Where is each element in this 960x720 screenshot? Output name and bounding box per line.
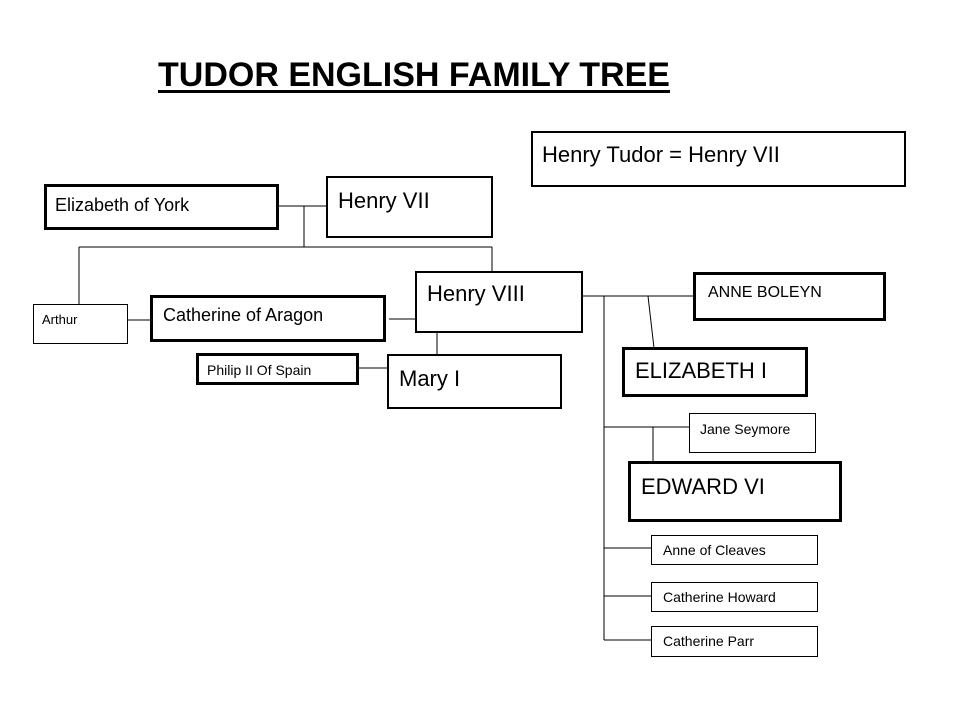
person-name: ANNE BOLEYN (708, 284, 822, 301)
person-box-philip-ii: Philip II Of Spain (196, 353, 359, 385)
person-name: Catherine Howard (663, 589, 776, 605)
note-text: Henry Tudor = Henry VII (542, 142, 780, 167)
person-box-elizabeth-i: ELIZABETH I (622, 347, 808, 397)
person-name: EDWARD VI (641, 474, 765, 499)
person-name: Arthur (42, 312, 78, 327)
person-box-arthur: Arthur (33, 304, 128, 344)
person-name: Mary I (399, 366, 461, 391)
person-name: Catherine Parr (663, 633, 755, 649)
person-box-henry-viii: Henry VIII (415, 271, 583, 333)
person-name: Henry VII (338, 188, 430, 213)
person-box-edward-vi: EDWARD VI (628, 461, 842, 522)
person-name: Anne of Cleaves (663, 542, 766, 558)
person-box-anne-boleyn: ANNE BOLEYN (693, 272, 886, 321)
person-name: Jane Seymore (700, 421, 791, 437)
person-name: Catherine of Aragon (163, 305, 324, 325)
person-box-catherine-howard: Catherine Howard (651, 582, 818, 612)
person-box-elizabeth-of-york: Elizabeth of York (44, 184, 279, 230)
person-name: ELIZABETH I (635, 358, 768, 383)
person-box-anne-of-cleaves: Anne of Cleaves (651, 535, 818, 565)
person-name: Elizabeth of York (55, 195, 190, 215)
person-box-catherine-parr: Catherine Parr (651, 626, 818, 657)
person-name: Henry VIII (427, 281, 525, 306)
person-box-henry-vii: Henry VII (326, 176, 493, 238)
person-box-mary-i: Mary I (387, 354, 562, 409)
descent-line-elizabeth-i (647, 295, 655, 349)
person-box-jane-seymore: Jane Seymore (689, 413, 816, 453)
person-name: Philip II Of Spain (207, 362, 312, 378)
page-title: TUDOR ENGLISH FAMILY TREE (158, 56, 670, 94)
person-box-catherine-of-aragon: Catherine of Aragon (150, 295, 386, 342)
note-box: Henry Tudor = Henry VII (531, 131, 906, 187)
